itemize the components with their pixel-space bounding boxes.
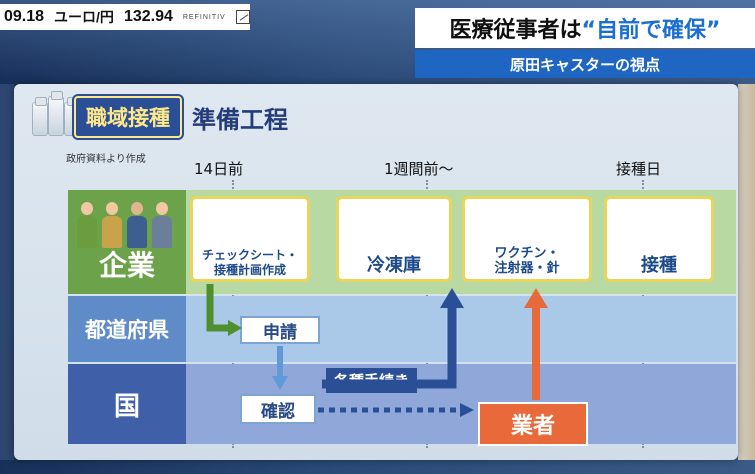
vaccination-label: 接種 [641, 255, 677, 277]
headline-prefix: 医療従事者は [449, 18, 582, 43]
ticker-source: REFINITIV [182, 13, 226, 21]
arrow-head-application [228, 320, 242, 336]
ticker-currency: ユーロ/円 [54, 9, 114, 25]
application-box: 申請 [240, 316, 320, 344]
arrow-head-confirmation [272, 376, 288, 390]
ticker-rate: 132.94 [123, 8, 173, 25]
market-ticker: 09.18 ユーロ/円 132.94 REFINITIV [0, 4, 250, 30]
confirmation-box: 確認 [240, 394, 316, 424]
vaccine-node: ワクチン・ 注射器・針 [462, 196, 592, 282]
flow-arrows [206, 284, 548, 417]
title-chip: 職域接種 [74, 96, 182, 138]
subheadline-banner: 原田キャスターの視点 [415, 50, 755, 78]
employees-icon [76, 196, 182, 248]
freezer-node: 冷凍庫 [336, 196, 452, 282]
arrow-head-vendor [460, 403, 474, 417]
arrow-procedures-to-freezer [322, 306, 457, 389]
studio-panel-right [738, 84, 755, 460]
vaccination-node: 接種 [604, 196, 714, 282]
vendor-box: 業者 [478, 402, 588, 446]
process-board: 職域接種 準備工程 政府資料より作成 14日前 1週間前～ 接種日 企業 都道府… [14, 84, 738, 460]
checksheet-label: チェックシート・ 接種計画作成 [201, 248, 298, 277]
studio-panel-left [0, 84, 14, 460]
headline-quote: “自前で確保” [581, 18, 721, 43]
title-rest: 準備工程 [192, 105, 288, 134]
timeline-14days: 14日前 [194, 160, 244, 178]
ticker-time: 09.18 [4, 8, 45, 25]
label-kuni: 国 [68, 364, 186, 444]
arrow-head-vaccine [524, 288, 548, 308]
vaccine-label: ワクチン・ 注射器・針 [494, 245, 560, 277]
checksheet-node: チェックシート・ 接種計画作成 [190, 196, 310, 282]
label-prefecture: 都道府県 [68, 296, 186, 362]
arrow-checksheet-to-application [206, 284, 228, 332]
source-note: 政府資料より作成 [66, 154, 146, 165]
timeline-1week: 1週間前～ [384, 160, 454, 178]
board-title: 職域接種 準備工程 [74, 96, 288, 138]
subheadline-text: 原田キャスターの視点 [509, 55, 660, 74]
arrow-head-freezer [440, 288, 464, 308]
refinitiv-logo-icon [235, 10, 250, 24]
timeline-day: 接種日 [616, 160, 662, 178]
headline-banner: 医療従事者は “自前で確保” [415, 8, 755, 48]
freezer-label: 冷凍庫 [367, 255, 421, 277]
